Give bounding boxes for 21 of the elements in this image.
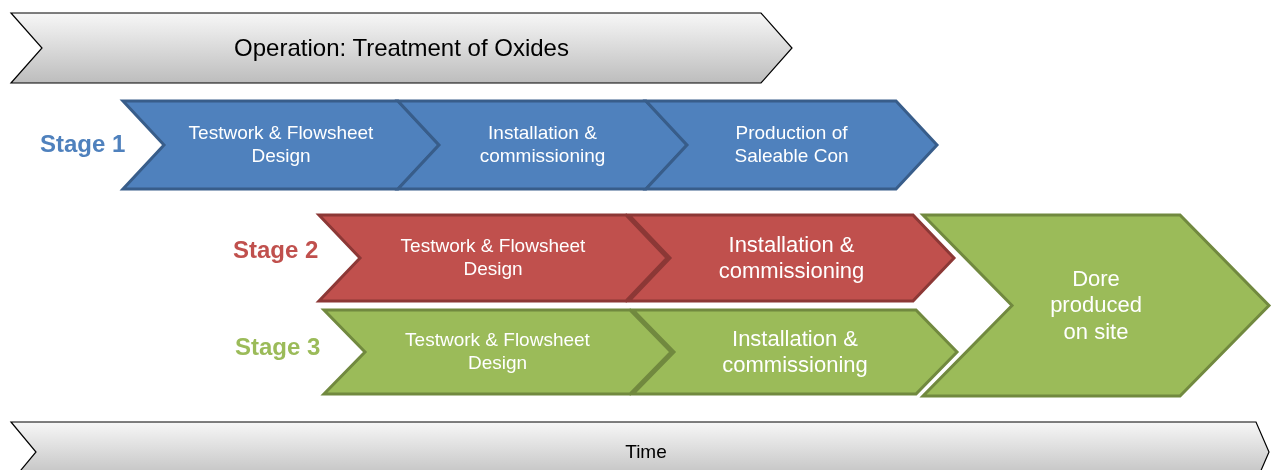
stage-label: Stage 3	[235, 333, 321, 361]
chevron-step	[632, 309, 958, 395]
stage-label: Stage 2	[233, 236, 319, 264]
step-label: Dore produced on site	[1049, 265, 1143, 346]
chevron-step	[323, 309, 672, 395]
step-label: Testwork & Flowsheet Design	[399, 235, 587, 281]
chevron-step	[10, 421, 1270, 470]
step-label: Operation: Treatment of Oxides	[234, 33, 569, 63]
step-label: Time	[625, 440, 667, 464]
step-label: Installation & commissioning	[721, 325, 869, 379]
chevron-step	[645, 100, 938, 190]
step-label: Testwork & Flowsheet Design	[187, 122, 375, 168]
step-label: Installation & commissioning	[478, 122, 607, 168]
chevron-step	[10, 12, 793, 84]
chevron-step	[318, 214, 668, 302]
step-label: Production of Saleable Con	[733, 122, 850, 168]
stage-label: Stage 1	[40, 130, 126, 158]
chevron-step	[922, 214, 1270, 397]
chevron-step	[628, 214, 955, 302]
step-label: Testwork & Flowsheet Design	[404, 329, 591, 375]
step-label: Installation & commissioning	[717, 231, 866, 285]
